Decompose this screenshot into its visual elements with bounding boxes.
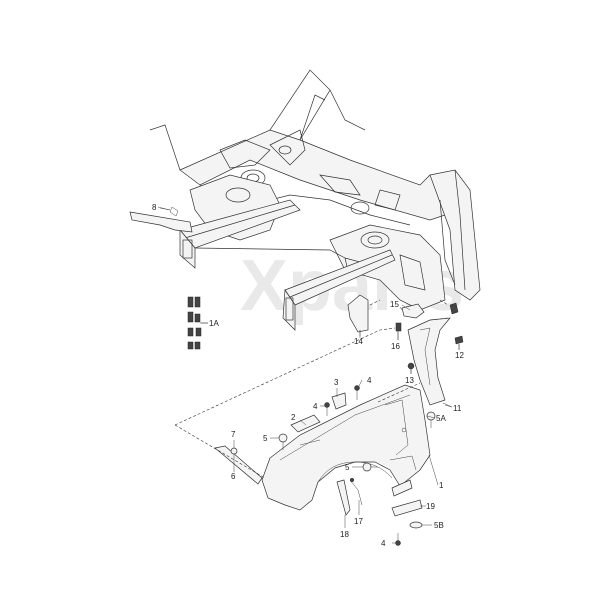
part-2 xyxy=(290,414,321,433)
callout-4-mid: 4 xyxy=(313,402,318,411)
callout-6: 6 xyxy=(231,472,236,481)
callout-7: 7 xyxy=(231,430,236,439)
part-19 xyxy=(391,479,423,517)
callout-17: 17 xyxy=(354,517,363,526)
callout-1: 1 xyxy=(439,481,444,490)
bracket-8 xyxy=(129,206,193,233)
part-11 xyxy=(407,317,453,408)
callout-13: 13 xyxy=(405,376,414,385)
callout-16: 16 xyxy=(391,342,400,351)
callout-3: 3 xyxy=(334,378,339,387)
callout-4-top: 4 xyxy=(367,376,372,385)
fender-part-1 xyxy=(261,384,431,511)
callout-15: 15 xyxy=(390,300,399,309)
callout-18: 18 xyxy=(340,530,349,539)
callout-5A: 5A xyxy=(436,414,446,423)
callout-1A: 1A xyxy=(209,319,219,328)
leader-lines xyxy=(157,206,460,544)
callout-19: 19 xyxy=(426,502,435,511)
part-6-strip xyxy=(214,445,263,485)
stud-4-bottom xyxy=(395,533,401,546)
part-18 xyxy=(336,479,351,516)
part-16 xyxy=(395,322,402,340)
callout-12: 12 xyxy=(455,351,464,360)
callout-labels: 1 1A 2 3 4 4 4 5 5 5A 5B 6 7 8 11 12 13 … xyxy=(152,203,464,548)
bolt-set-1A xyxy=(187,296,208,350)
part-17 xyxy=(349,477,363,506)
callout-4-bottom: 4 xyxy=(381,539,386,548)
callout-5-left: 5 xyxy=(263,434,268,443)
assembly-lines xyxy=(174,299,449,479)
callout-2: 2 xyxy=(291,413,296,422)
part-15 xyxy=(401,303,425,319)
screw-5A xyxy=(426,411,436,428)
callout-5B: 5B xyxy=(434,521,444,530)
stud-top-right xyxy=(449,302,459,315)
callout-11: 11 xyxy=(453,404,462,413)
callout-8: 8 xyxy=(152,203,157,212)
body-shell xyxy=(149,69,481,331)
callout-5-center: 5 xyxy=(345,463,350,472)
part-3 xyxy=(331,392,347,410)
callout-14: 14 xyxy=(354,337,363,346)
nut-5B xyxy=(409,521,423,529)
